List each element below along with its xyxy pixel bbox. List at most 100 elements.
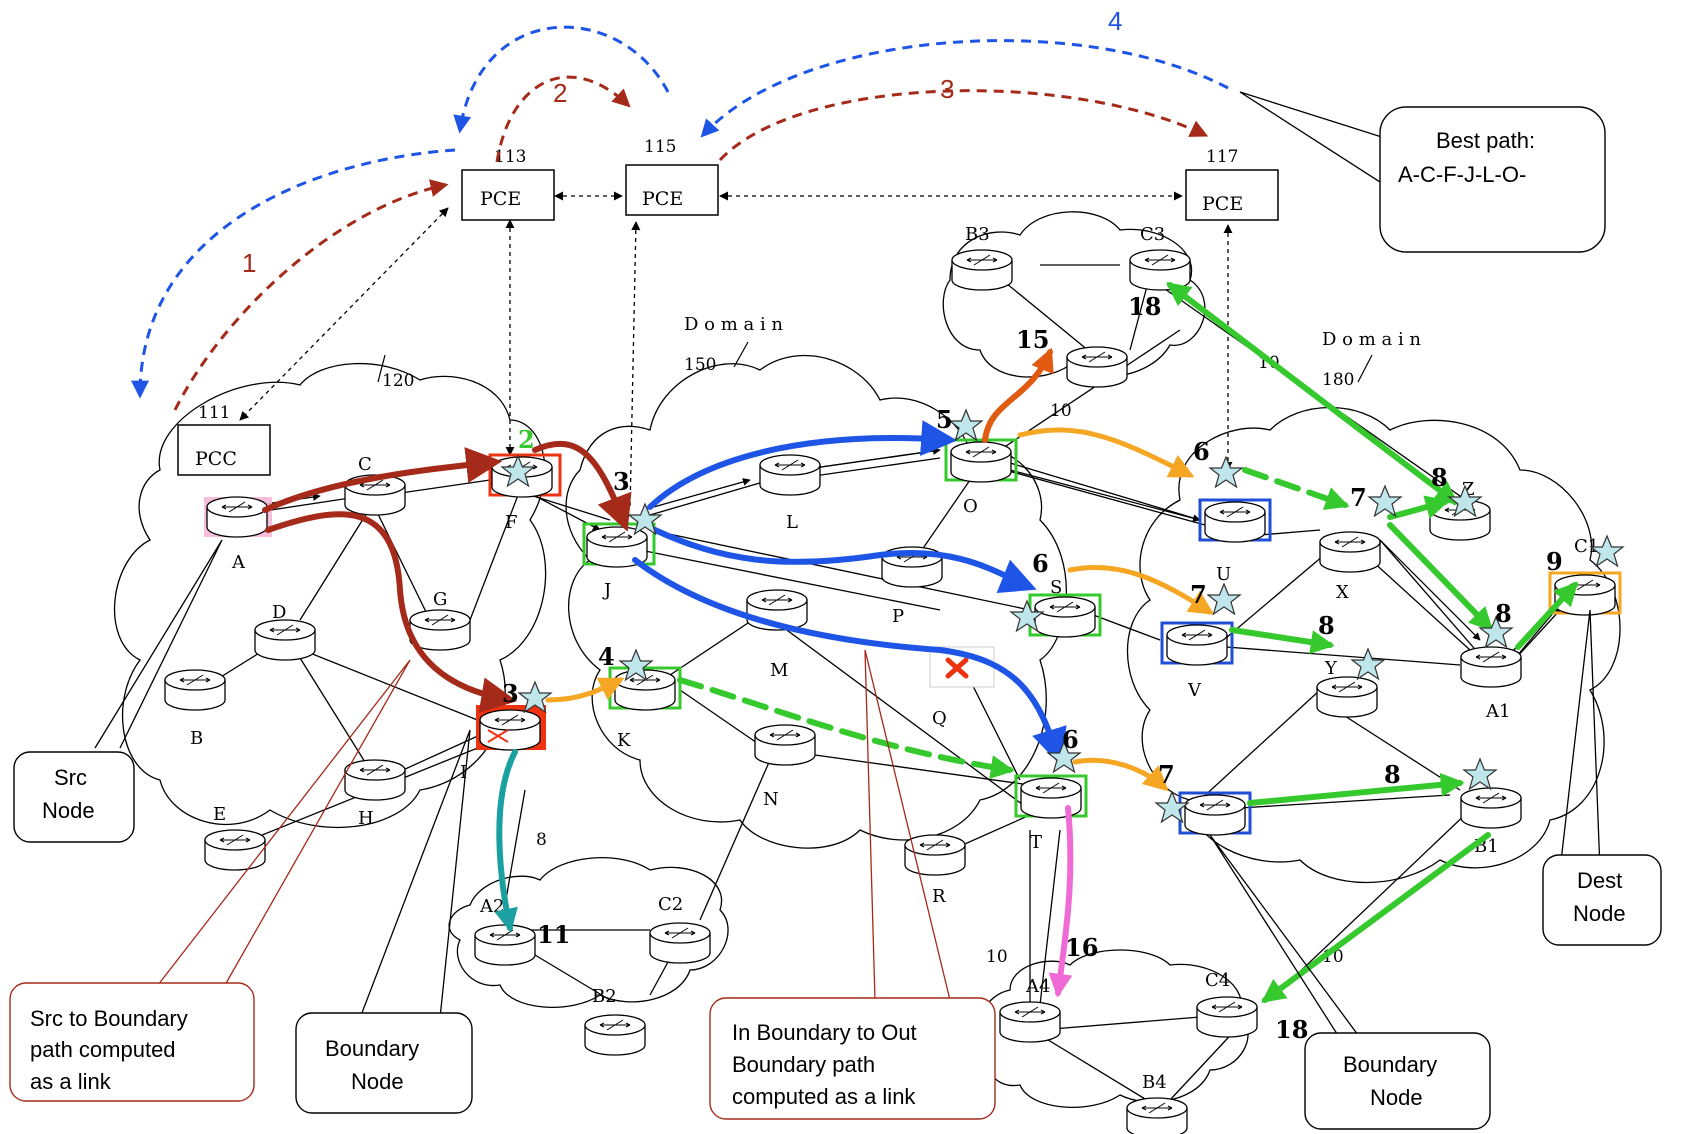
router-A2-icon bbox=[474, 924, 536, 966]
step-8c: 8 bbox=[1318, 611, 1335, 640]
link-cost-10c: 10 bbox=[986, 947, 1008, 967]
pce-113-number: 113 bbox=[494, 147, 526, 167]
star-S2-icon bbox=[1207, 583, 1241, 615]
router-A4-icon bbox=[999, 1001, 1061, 1043]
router-T2-icon bbox=[1184, 794, 1246, 836]
node-label-A2: A2 bbox=[479, 896, 504, 917]
node-label-F: F bbox=[505, 512, 518, 533]
src-node-line1: Src bbox=[54, 765, 87, 790]
green-path-B1-C4 bbox=[1261, 832, 1491, 1003]
step-16: 16 bbox=[1065, 933, 1098, 962]
message-1-label: 1 bbox=[242, 248, 256, 278]
orange-path-T-U bbox=[1072, 757, 1169, 792]
router-B2-icon bbox=[584, 1014, 646, 1056]
pcc-111: 111 PCC bbox=[177, 403, 271, 476]
src-boundary-line3: as a link bbox=[30, 1069, 112, 1094]
router-B-icon bbox=[164, 669, 226, 711]
router-R-icon bbox=[904, 834, 966, 876]
src-boundary-line1: Src to Boundary bbox=[30, 1006, 188, 1031]
router-O-icon bbox=[950, 441, 1012, 483]
green-path-Z-C3 bbox=[1166, 282, 1459, 505]
node-label-C3: C3 bbox=[1140, 224, 1165, 245]
pce-117-number: 117 bbox=[1206, 147, 1238, 167]
pce-117-label: PCE bbox=[1202, 193, 1243, 215]
router-U-icon bbox=[1204, 501, 1266, 543]
pce-115-number: 115 bbox=[644, 137, 676, 157]
node-label-C1: C1 bbox=[1574, 536, 1599, 557]
green-path-V-Y bbox=[1229, 627, 1335, 654]
node-label-P: P bbox=[892, 606, 904, 627]
callout-leaders bbox=[94, 91, 1601, 1063]
pce-113-label: PCE bbox=[480, 188, 521, 210]
router-V-icon bbox=[1166, 624, 1228, 666]
router-N-icon bbox=[754, 724, 816, 766]
step-7c: 7 bbox=[1158, 760, 1175, 789]
router-C2-icon bbox=[649, 922, 711, 964]
src-node-line2: Node bbox=[42, 798, 95, 823]
router-B1-icon bbox=[1460, 787, 1522, 829]
router-B3-icon bbox=[951, 249, 1013, 291]
star-T2-icon bbox=[1155, 791, 1189, 823]
node-label-L: L bbox=[786, 512, 798, 533]
router-A-icon bbox=[206, 496, 268, 538]
star-B1-icon bbox=[1463, 758, 1497, 790]
node-label-V: V bbox=[1187, 680, 1202, 701]
node-label-E: E bbox=[213, 804, 226, 825]
router-C3-icon bbox=[1129, 249, 1191, 291]
pcc-111-number: 111 bbox=[198, 403, 230, 423]
callout-src-to-boundary: Src to Boundary path computed as a link bbox=[9, 982, 255, 1102]
dest-node-line2: Node bbox=[1573, 901, 1626, 926]
node-labels: A B C D E F G H I J K L M N O P Q R S T … bbox=[190, 224, 1599, 1093]
domain-150-label: 150 bbox=[684, 355, 716, 375]
message-4-label: 4 bbox=[1108, 6, 1122, 36]
best-path-route: A-C-F-J-L-O- bbox=[1398, 162, 1526, 187]
domain-150-title: D o m a i n bbox=[684, 314, 783, 335]
message-3-label: 3 bbox=[940, 74, 954, 104]
node-label-K: K bbox=[617, 730, 631, 751]
router-A1-icon bbox=[1460, 646, 1522, 688]
router-D-icon bbox=[254, 619, 316, 661]
pce-115: 115 PCE bbox=[625, 137, 719, 216]
domain-120-label: 120 bbox=[382, 371, 414, 391]
node-label-B: B bbox=[190, 728, 203, 749]
node-label-B2: B2 bbox=[592, 986, 617, 1007]
node-label-A1: A1 bbox=[1485, 701, 1510, 722]
domain-a2-cloud bbox=[448, 857, 729, 1008]
node-label-R: R bbox=[932, 886, 946, 907]
in-out-line1: In Boundary to Out bbox=[732, 1020, 917, 1045]
node-label-I: I bbox=[460, 762, 467, 783]
step-6a: 6 bbox=[1193, 437, 1210, 466]
computed-paths bbox=[262, 282, 1579, 1003]
pce-115-label: PCE bbox=[642, 188, 683, 210]
domain-180-title: D o m a i n bbox=[1322, 329, 1421, 350]
node-label-C2: C2 bbox=[658, 894, 683, 915]
step-6b: 6 bbox=[1032, 549, 1049, 578]
node-label-T: T bbox=[1030, 832, 1042, 853]
boundary-node-2-line2: Node bbox=[1370, 1085, 1423, 1110]
star-Y-icon bbox=[1351, 648, 1385, 680]
message-3-arrow bbox=[718, 89, 1209, 162]
node-label-B3: B3 bbox=[965, 224, 990, 245]
step-15: 15 bbox=[1016, 325, 1049, 354]
pcc-111-label: PCC bbox=[195, 448, 237, 470]
router-E-icon bbox=[204, 829, 266, 871]
router-T-icon bbox=[1020, 777, 1082, 819]
node-label-C4: C4 bbox=[1205, 970, 1230, 991]
brown-path-A-I bbox=[265, 511, 518, 714]
node-label-H: H bbox=[358, 808, 374, 829]
node-label-C: C bbox=[358, 454, 372, 475]
step-18b: 18 bbox=[1275, 1015, 1308, 1044]
pink-path-T-A4 bbox=[1048, 805, 1074, 998]
node-label-A: A bbox=[231, 552, 246, 573]
orange-path-S-V bbox=[1067, 564, 1215, 615]
node-label-Q: Q bbox=[932, 708, 947, 729]
pce-113: 113 PCE bbox=[461, 147, 555, 221]
star-U-icon bbox=[1368, 485, 1402, 517]
in-out-line2: Boundary path bbox=[732, 1052, 875, 1077]
green-path-U-B1 bbox=[1247, 772, 1465, 806]
orange-path-I-K bbox=[545, 677, 625, 703]
callout-dest-node: Dest Node bbox=[1542, 854, 1662, 946]
node-label-J: J bbox=[602, 580, 611, 601]
in-out-line3: computed as a link bbox=[732, 1084, 916, 1109]
